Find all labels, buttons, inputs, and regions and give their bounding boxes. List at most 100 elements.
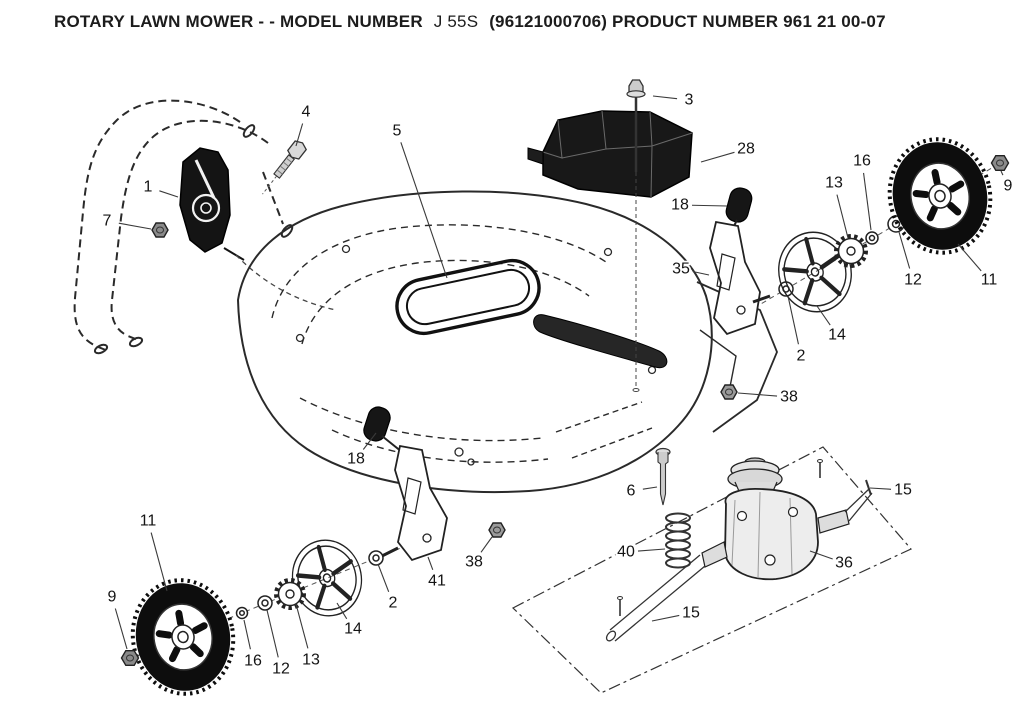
leader-line-41 [427, 556, 434, 570]
wheel-bracket-right [709, 219, 771, 336]
leader-line-11 [957, 243, 982, 272]
height-adjuster-knob-right [725, 187, 753, 223]
leader-line-16 [863, 172, 872, 231]
leader-line-13 [836, 194, 849, 239]
callout-11: 11 [140, 513, 157, 530]
callout-28: 28 [737, 141, 755, 158]
leader-line-35 [692, 270, 710, 276]
handle-assembly [73, 99, 284, 352]
engine-cover [527, 110, 693, 198]
throttle-control [179, 147, 337, 311]
callout-15: 15 [682, 605, 700, 622]
wheel-hub-14-right [778, 231, 852, 313]
leader-line-12 [898, 231, 911, 269]
leader-line-11 [150, 532, 168, 592]
gearbox-36 [701, 457, 850, 581]
callout-14: 14 [344, 621, 362, 638]
washer-2-right [778, 281, 794, 297]
pinion-gear-13-left [274, 578, 306, 610]
nut-9-right [990, 155, 1010, 171]
callout-13: 13 [825, 175, 843, 192]
callout-38: 38 [465, 554, 483, 571]
bolt-4 [262, 140, 307, 195]
leader-line-38 [480, 536, 493, 553]
title-text-prefix: ROTARY LAWN MOWER - - MODEL NUMBER [54, 12, 423, 31]
leader-line-18 [362, 432, 377, 450]
callout-1: 1 [144, 179, 153, 196]
callout-3: 3 [685, 92, 694, 109]
leader-lines [114, 95, 1004, 658]
drive-belt [533, 314, 668, 369]
leader-line-7 [118, 222, 152, 230]
leader-line-1 [159, 190, 179, 198]
callout-11: 11 [981, 272, 998, 289]
nut-9-left [120, 650, 140, 666]
deck-outline [236, 190, 713, 494]
callout-18: 18 [347, 451, 365, 468]
washer-2-left [368, 550, 384, 566]
leader-line-36 [809, 550, 833, 560]
washer-16-right [865, 231, 879, 245]
callout-9: 9 [1004, 178, 1013, 195]
nut-38-upper [720, 384, 738, 400]
callout-41: 41 [428, 573, 446, 590]
cover-tab [527, 147, 544, 165]
leader-line-2 [377, 563, 390, 592]
leader-line-13 [295, 603, 309, 649]
leader-line-12 [266, 609, 279, 658]
axle-axis-right [753, 161, 1003, 309]
axle-15-left [605, 554, 706, 642]
model-number: J 55S [433, 12, 479, 31]
callout-16: 16 [244, 653, 262, 670]
callout-36: 36 [835, 555, 853, 572]
belt-opening [395, 258, 541, 336]
callout-12: 12 [272, 661, 290, 678]
axle-15-right [817, 459, 873, 522]
callout-4: 4 [302, 104, 311, 121]
callout-38: 38 [780, 389, 798, 406]
height-adjuster-knob-left [363, 406, 391, 442]
wheel-11-left [130, 578, 236, 696]
leader-line-18 [691, 204, 728, 207]
leader-line-4 [295, 123, 304, 147]
callout-15: 15 [894, 482, 912, 499]
leader-line-6 [642, 486, 658, 490]
bolt-3 [626, 79, 646, 392]
mower-deck [236, 190, 778, 494]
leader-line-5 [400, 142, 448, 279]
drive-zone-box [511, 446, 912, 694]
wheel-hub-14-left [291, 539, 363, 617]
callout-13: 13 [302, 652, 320, 669]
leader-line-14 [816, 305, 831, 326]
leader-line-14 [336, 602, 348, 620]
callout-16: 16 [853, 153, 871, 170]
leader-line-3 [652, 95, 678, 100]
leader-line-15 [869, 487, 892, 490]
callout-9: 9 [108, 589, 117, 606]
leader-line-2 [787, 295, 799, 345]
leader-line-9 [114, 608, 128, 650]
title-text-suffix: (96121000706) PRODUCT NUMBER 961 21 00-0… [489, 12, 886, 31]
washer-12-left [257, 595, 273, 611]
page-title: ROTARY LAWN MOWER - - MODEL NUMBER J 55S… [54, 12, 1004, 32]
spring-40 [665, 512, 691, 569]
pinion-gear-13-right [834, 234, 868, 268]
leader-line-28 [700, 151, 735, 163]
leader-line-38 [737, 392, 778, 397]
callout-14: 14 [828, 327, 846, 344]
wheel-bracket-41 [381, 435, 448, 562]
callout-18: 18 [671, 197, 689, 214]
washer-16-left [235, 606, 249, 620]
callout-2: 2 [389, 595, 398, 612]
callout-40: 40 [617, 544, 635, 561]
callout-12: 12 [904, 272, 922, 289]
callout-6: 6 [627, 483, 636, 500]
wheel-11-right [887, 137, 993, 255]
callout-5: 5 [393, 123, 402, 140]
callout-2: 2 [797, 348, 806, 365]
leader-line-40 [637, 548, 666, 552]
drive-pin-6 [655, 447, 671, 506]
callout-35: 35 [672, 261, 690, 278]
